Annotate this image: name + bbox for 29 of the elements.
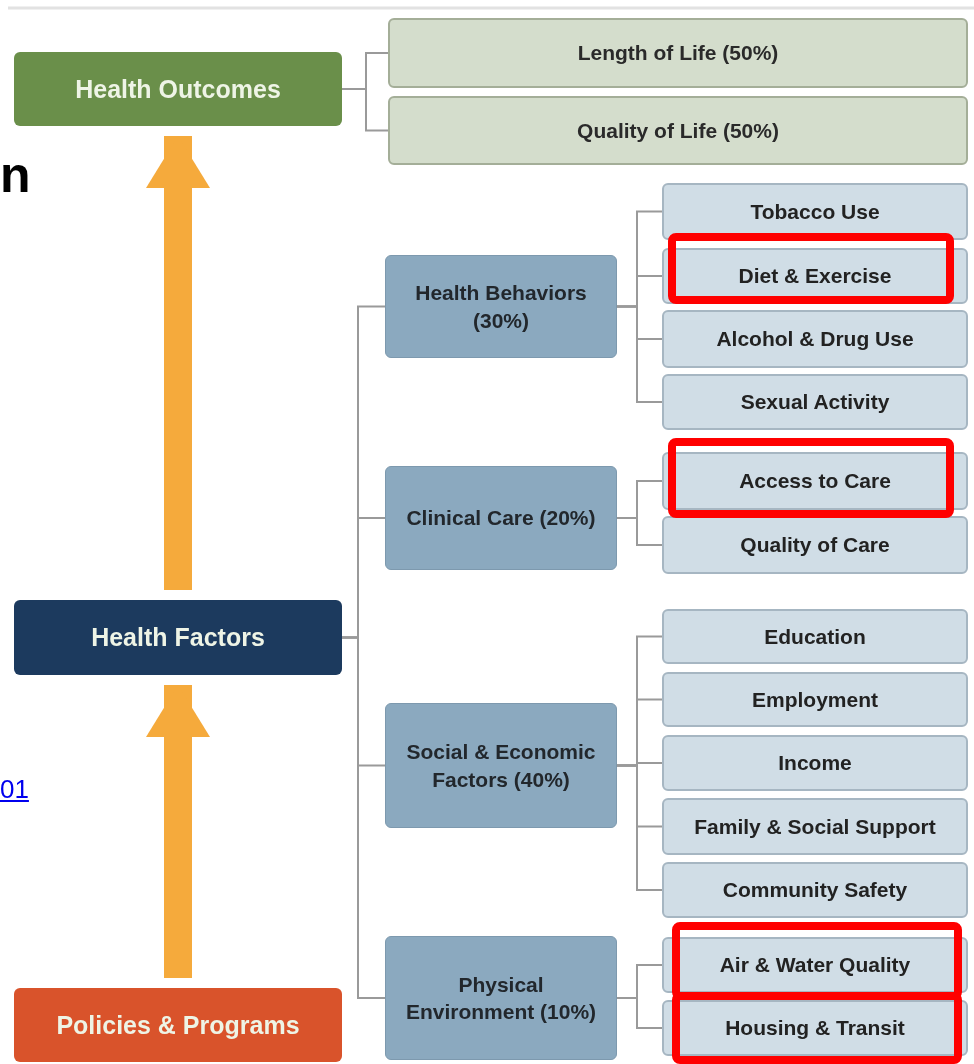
factor-box: Social & Economic Factors (40%)	[385, 703, 617, 828]
connector-line	[616, 997, 663, 1029]
measure-box: Access to Care	[662, 452, 968, 510]
factor-box: Physical Environment (10%)	[385, 936, 617, 1060]
outcome-box: Quality of Life (50%)	[388, 96, 968, 165]
stage-box: Policies & Programs	[14, 988, 342, 1062]
outcome-box: Length of Life (50%)	[388, 18, 968, 88]
measure-box: Income	[662, 735, 968, 791]
stage-box: Health Factors	[14, 600, 342, 675]
link: 01	[0, 776, 29, 802]
measure-box: Family & Social Support	[662, 798, 968, 855]
connector-line	[341, 88, 389, 132]
connector-line	[616, 517, 663, 546]
partial-text: n	[0, 150, 31, 200]
factor-box: Health Behaviors (30%)	[385, 255, 617, 358]
measure-box: Housing & Transit	[662, 1000, 968, 1056]
measure-box: Air & Water Quality	[662, 937, 968, 993]
measure-box: Quality of Care	[662, 516, 968, 574]
arrow	[146, 685, 210, 978]
factor-box: Clinical Care (20%)	[385, 466, 617, 570]
connector-line	[341, 636, 386, 999]
measure-box: Education	[662, 609, 968, 664]
measure-box: Community Safety	[662, 862, 968, 918]
measure-box: Alcohol & Drug Use	[662, 310, 968, 368]
measure-box: Sexual Activity	[662, 374, 968, 430]
measure-box: Employment	[662, 672, 968, 727]
arrow	[146, 136, 210, 590]
connector-line	[616, 305, 663, 403]
stage-box: Health Outcomes	[14, 52, 342, 126]
